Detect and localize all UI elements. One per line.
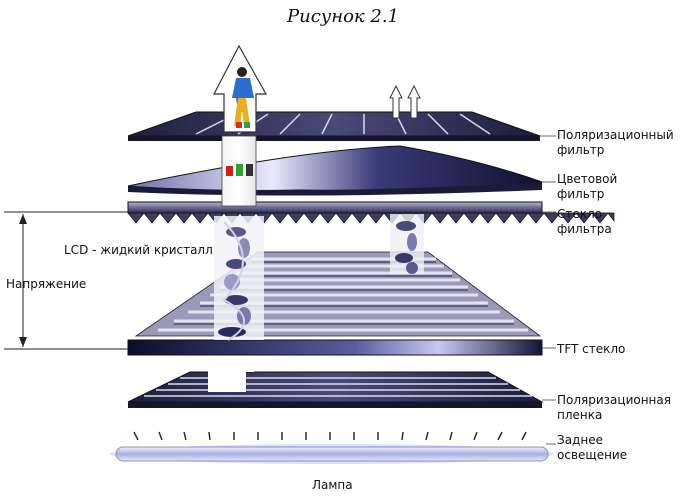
- label-color-filter-line1: Цветовой: [557, 172, 618, 186]
- label-polarizer-film: Поляризационная пленка: [557, 393, 671, 423]
- lamp-tube: [110, 444, 554, 464]
- light-output-arrows-small: [389, 84, 421, 119]
- label-backlight-line1: Заднее: [557, 433, 603, 447]
- label-color-filter-line2: фильтр: [557, 187, 605, 201]
- label-leaders: [540, 135, 556, 445]
- figure-title: Рисунок 2.1: [286, 6, 400, 27]
- color-filter-layer: [127, 145, 543, 196]
- label-polarizer-filter: Поляризационный фильтр: [557, 128, 674, 158]
- twisted-crystals-left: [218, 221, 251, 341]
- label-filter-glass-line2: фильтра: [557, 222, 612, 236]
- polarizing-filter-layer: [127, 111, 541, 141]
- label-polarizer-filter-line2: фильтр: [557, 143, 605, 157]
- label-polarizer-film-line1: Поляризационная: [557, 393, 671, 407]
- color-figure-icon: [226, 67, 254, 176]
- label-filter-glass: Стекло фильтра: [557, 207, 612, 237]
- label-tft-glass: TFT стекло: [557, 342, 626, 356]
- twisted-crystals-right: [390, 214, 424, 274]
- label-lamp: Лампа: [312, 478, 353, 492]
- label-voltage: Напряжение: [6, 277, 87, 291]
- label-backlight: Заднее освещение: [557, 433, 627, 463]
- polarizing-film-layer: [127, 356, 544, 408]
- filter-glass-layer: [127, 201, 615, 224]
- backlight-rays: [133, 431, 527, 441]
- liquid-crystal-slab: [134, 251, 542, 337]
- label-filter-glass-line1: Стекло: [557, 207, 603, 221]
- label-polarizer-film-line2: пленка: [557, 408, 603, 422]
- tft-glass-layer: [127, 339, 543, 356]
- label-color-filter: Цветовой фильтр: [557, 172, 617, 202]
- label-lcd: LCD - жидкий кристалл: [64, 243, 213, 257]
- voltage-dimension: [4, 211, 128, 350]
- label-polarizer-filter-line1: Поляризационный: [557, 128, 674, 142]
- label-backlight-line2: освещение: [557, 448, 628, 462]
